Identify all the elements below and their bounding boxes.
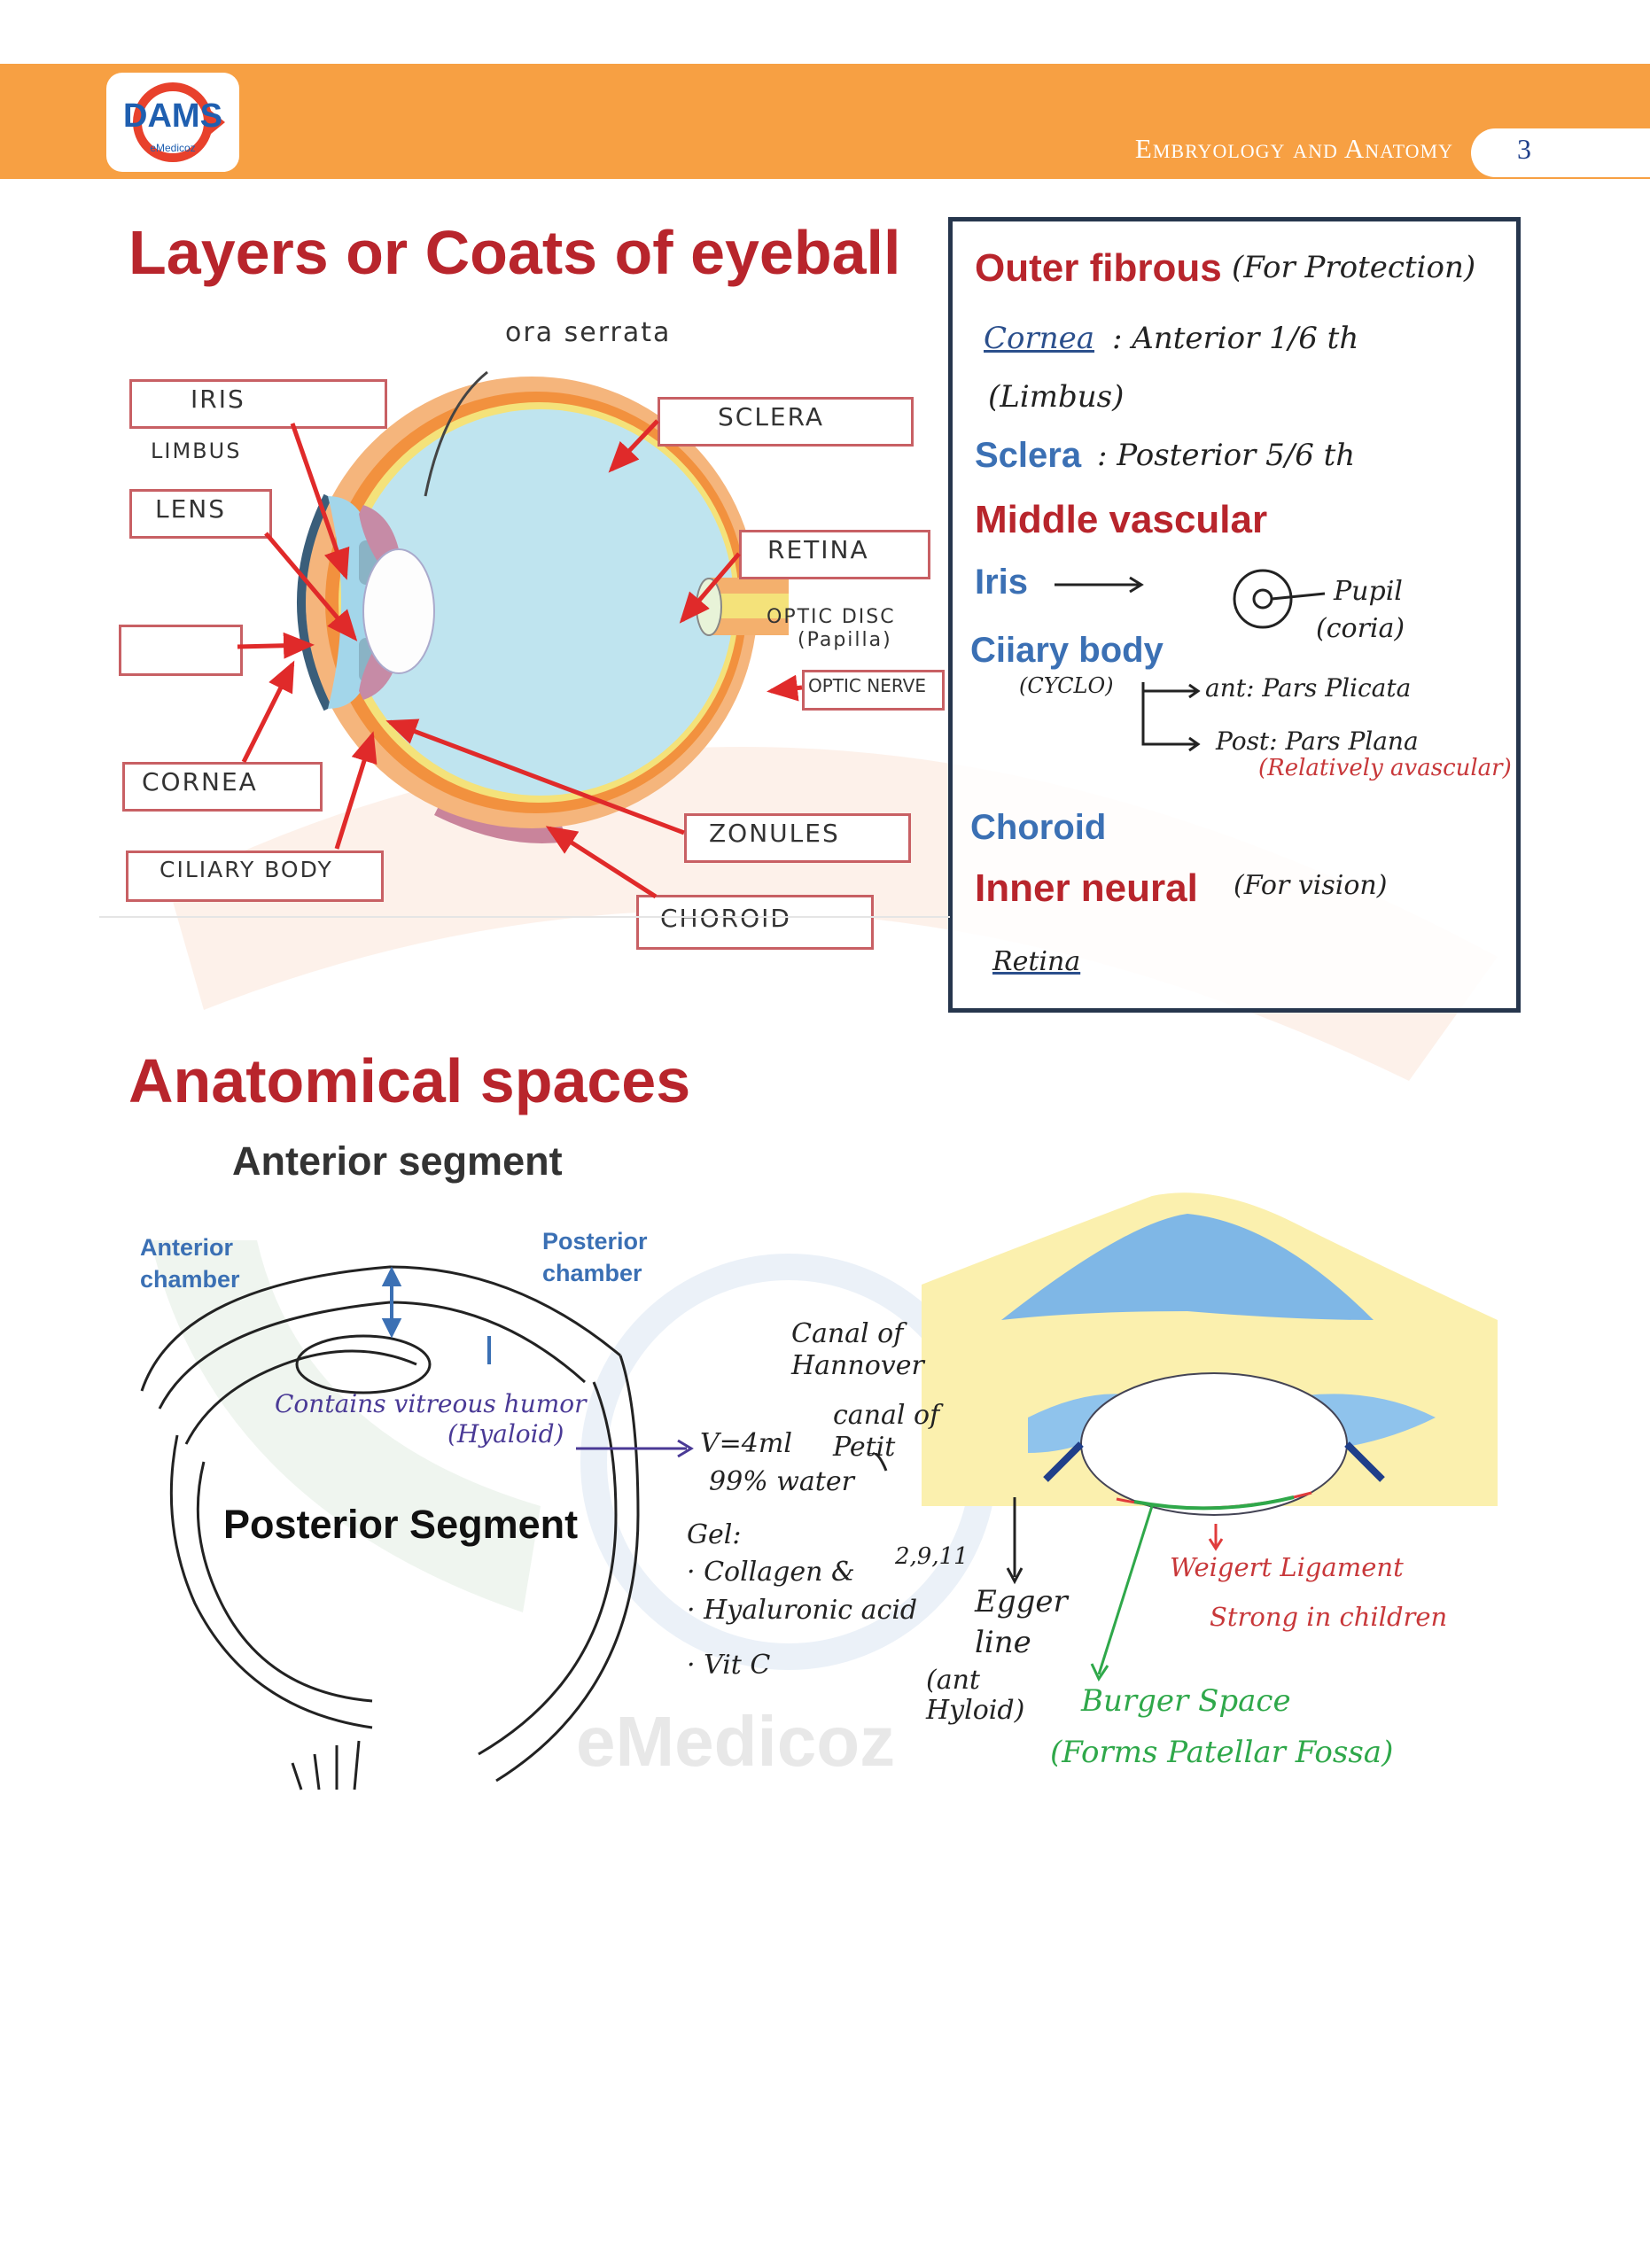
note-outer-protection: (For Protection) [1232,250,1476,285]
note-relatively-avascular: (Relatively avascular) [1258,755,1512,781]
label-box-blank [119,625,243,676]
label-posterior-chamber: Posterior chamber [542,1225,648,1289]
note-collagen: · Collagen & [687,1557,855,1588]
note-sclera: Sclera [975,436,1082,475]
note-retina: Retina [992,946,1081,977]
page-tab [1471,128,1650,177]
label-ora-serrata: ora serrata [505,317,672,348]
ant-hyaloid-line1: (ant [926,1665,980,1696]
ant-hyaloid-line2: Hyloid) [926,1695,1025,1726]
iris-pupil-sketch [1055,569,1326,629]
note-for-vision: (For vision) [1234,870,1388,901]
note-egger-line: Egger line [975,1581,1068,1663]
note-ciliary-body: Ciiary body [970,631,1164,670]
note-vitreous-humor: Contains vitreous humor [275,1389,587,1418]
label-box-ciliary-body [126,850,384,902]
anterior-segment-heading: Anterior segment [232,1138,563,1184]
logo-text: DAMS [123,97,222,135]
note-collagen-types: 2,9,11 [895,1543,969,1570]
note-gel: Gel: [687,1519,742,1550]
label-papilla: (Papilla) [798,629,892,651]
label-box-cornea [122,762,323,812]
detail-pointer-arrows [868,1453,1224,1682]
note-choroid: Choroid [970,808,1107,847]
dams-logo: DAMS eMedicoz [106,73,239,172]
note-burger-space: Burger Space [1081,1683,1291,1719]
note-hyaluronic: · Hyaluronic acid [687,1595,918,1626]
note-coria: (coria) [1316,613,1405,644]
label-box-zonules [684,813,911,863]
note-middle-vascular: Middle vascular [975,498,1268,541]
canal-petit-line2: Petit [833,1432,896,1463]
logo-ring-icon [133,82,225,162]
note-pupil: Pupil [1334,576,1403,607]
note-pars-plana: Post: Pars Plana [1216,726,1419,756]
note-patellar-fossa: (Forms Patellar Fossa) [1050,1735,1394,1770]
vitreous-arrow [576,1439,694,1458]
note-iris: Iris [975,563,1029,602]
coats-notes-box [948,217,1521,1013]
posterior-chamber-line1: Posterior [542,1228,648,1254]
note-limbus: (Limbus) [988,379,1125,415]
label-box-iris [129,379,387,429]
watermark-text: eMedicoz [576,1702,896,1781]
header-title: Embryology and Anatomy [1134,133,1453,164]
note-hyaloid: (Hyaloid) [448,1419,564,1449]
note-weigert-ligament: Weigert Ligament [1170,1552,1404,1582]
egger-line1: Egger [975,1584,1068,1619]
note-outer-fibrous: Outer fibrous [975,246,1222,290]
section-title-anatomical-spaces: Anatomical spaces [128,1046,691,1115]
canal-hannover-line1: Canal of [791,1318,904,1349]
note-pars-plicata: ant: Pars Plicata [1205,673,1412,703]
note-sclera-posterior: : Posterior 5/6 th [1097,438,1356,473]
ciliary-branch-arrows [1141,682,1201,752]
note-inner-neural: Inner neural [975,866,1198,910]
label-sclera: SCLERA [718,402,825,431]
label-box-choroid [636,895,874,950]
label-choroid: CHOROID [660,904,791,933]
posterior-segment-label: Posterior Segment [223,1502,579,1547]
canal-hannover-line2: Hannover [791,1350,924,1381]
label-box-optic-nerve [802,670,945,711]
label-optic-disc: OPTIC DISC [767,606,896,628]
label-optic-nerve: OPTIC NERVE [808,675,926,696]
anterior-chamber-line2: chamber [140,1266,240,1293]
label-arrows [237,419,803,899]
posterior-chamber-line2: chamber [542,1260,642,1286]
canal-petit-line1: canal of [833,1400,940,1431]
label-box-retina [739,530,930,579]
note-water: 99% water [709,1466,854,1497]
label-lens: LENS [155,494,227,524]
note-volume: V=4ml [700,1428,792,1459]
anterior-chamber-line1: Anterior [140,1234,234,1261]
header-bar [0,64,1650,179]
lens-zonule-illustration [922,1192,1498,1516]
label-iris: IRIS [191,384,245,414]
eyeball-diagram [297,370,789,843]
note-cyclo: (CYCLO) [1019,673,1114,698]
label-ciliary-body: CILIARY BODY [160,857,333,882]
label-zonules: ZONULES [709,819,840,848]
logo-subtext: eMedicoz [150,142,196,154]
label-retina: RETINA [767,535,869,564]
label-limbus: LIMBUS [151,439,242,463]
note-vitc: · Vit C [687,1650,771,1681]
note-cornea: Cornea [984,321,1095,356]
page-number: 3 [1517,133,1531,165]
eye-segment-sketch [140,1265,640,1790]
label-box-sclera [658,397,914,447]
note-strong-children: Strong in children [1210,1602,1448,1632]
label-box-lens [129,489,272,539]
label-anterior-chamber: Anterior chamber [140,1231,240,1295]
egger-line2: line [975,1625,1031,1660]
label-cornea: CORNEA [142,767,258,796]
section-title-layers: Layers or Coats of eyeball [128,218,901,287]
section-divider [99,916,950,918]
note-cornea-anterior: : Anterior 1/6 th [1112,321,1359,356]
